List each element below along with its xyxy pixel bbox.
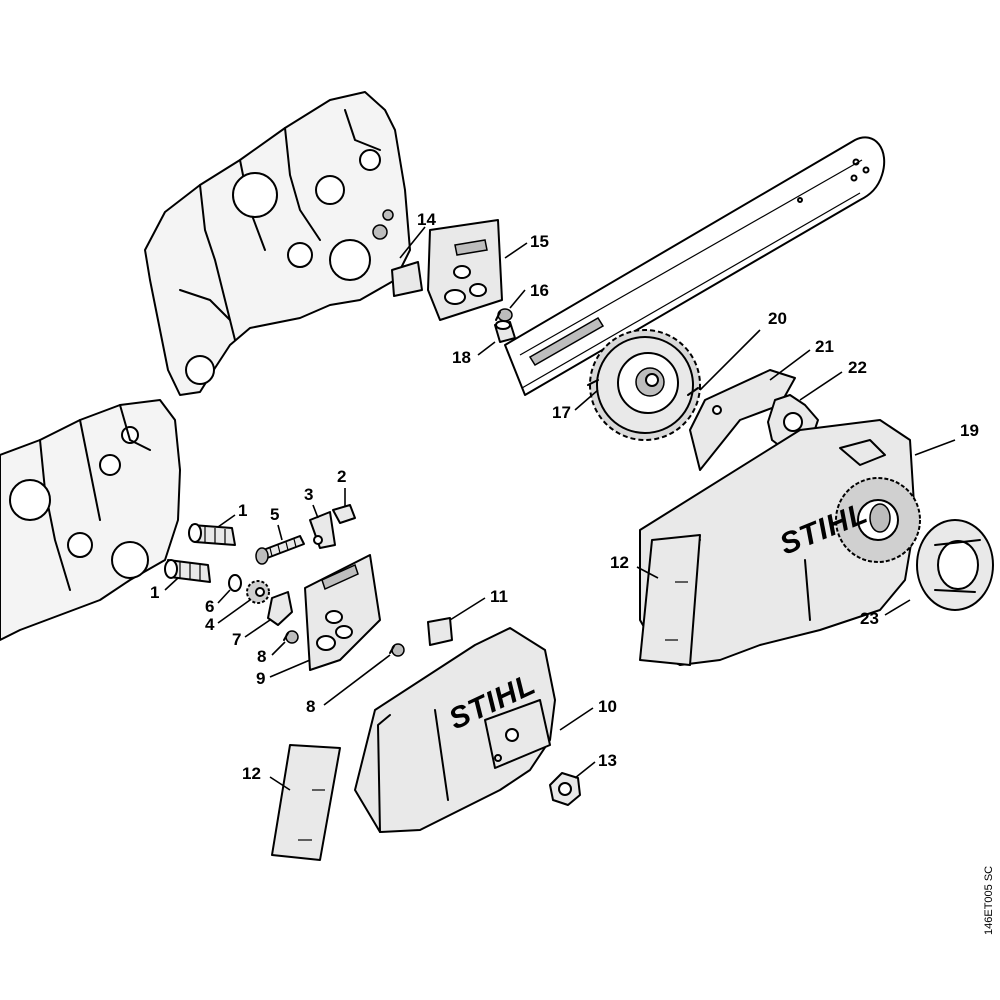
- callout-22: 22: [848, 358, 867, 377]
- callout-8-upper: 8: [257, 647, 266, 666]
- part-16: [495, 308, 513, 322]
- part-15: [427, 219, 503, 321]
- callout-6: 6: [205, 597, 214, 616]
- callout-labels: 14 15 16 18 17 20 21 22 19 12 23 1 1 2 3…: [150, 210, 979, 783]
- crankcase-upper: [144, 91, 411, 396]
- callout-12-left: 12: [242, 764, 261, 783]
- callout-4: 4: [205, 615, 215, 634]
- callout-8-lower: 8: [306, 697, 315, 716]
- part-7: [267, 591, 293, 626]
- part-10: STIHL: [354, 627, 556, 833]
- part-20: [687, 387, 699, 396]
- callout-1-lower: 1: [150, 583, 159, 602]
- part-6: [228, 574, 242, 592]
- callout-13: 13: [598, 751, 617, 770]
- callout-17: 17: [552, 403, 571, 422]
- part-14: [391, 261, 423, 297]
- callout-19: 19: [960, 421, 979, 440]
- part-21: [689, 369, 796, 471]
- callout-9: 9: [256, 669, 265, 688]
- part-2: [332, 504, 356, 524]
- part-9: [304, 554, 381, 671]
- part-1-lower: [164, 559, 211, 583]
- guide-bar: [504, 136, 886, 396]
- part-3: [309, 511, 336, 549]
- callout-14: 14: [417, 210, 436, 229]
- part-12-right: [639, 534, 701, 666]
- callout-21: 21: [815, 337, 834, 356]
- callout-3: 3: [304, 485, 313, 504]
- part-11: [427, 617, 453, 646]
- part-13: [549, 772, 581, 806]
- callout-5: 5: [270, 505, 279, 524]
- crankcase-lower: [0, 399, 181, 641]
- drawing-code: 146ET005 SC: [983, 866, 995, 935]
- callout-15: 15: [530, 232, 549, 251]
- part-17: [587, 329, 701, 441]
- part-18: [494, 320, 516, 343]
- part-8-upper: [283, 630, 299, 644]
- callout-1-upper: 1: [238, 501, 247, 520]
- callout-12-right: 12: [610, 553, 629, 572]
- callout-2: 2: [337, 467, 346, 486]
- callout-7: 7: [232, 630, 241, 649]
- part-23: [916, 519, 994, 611]
- callout-16: 16: [530, 281, 549, 300]
- callout-11: 11: [490, 587, 508, 606]
- callout-18: 18: [452, 348, 471, 367]
- part-8-lower: [389, 643, 405, 657]
- callout-20: 20: [768, 309, 787, 328]
- leader-lines: [164, 226, 956, 791]
- part-4: [246, 580, 270, 604]
- part-5: [255, 535, 305, 565]
- part-12-left: [271, 744, 341, 861]
- callout-10: 10: [598, 697, 617, 716]
- part-1-upper: [188, 523, 236, 546]
- callout-23: 23: [860, 609, 879, 628]
